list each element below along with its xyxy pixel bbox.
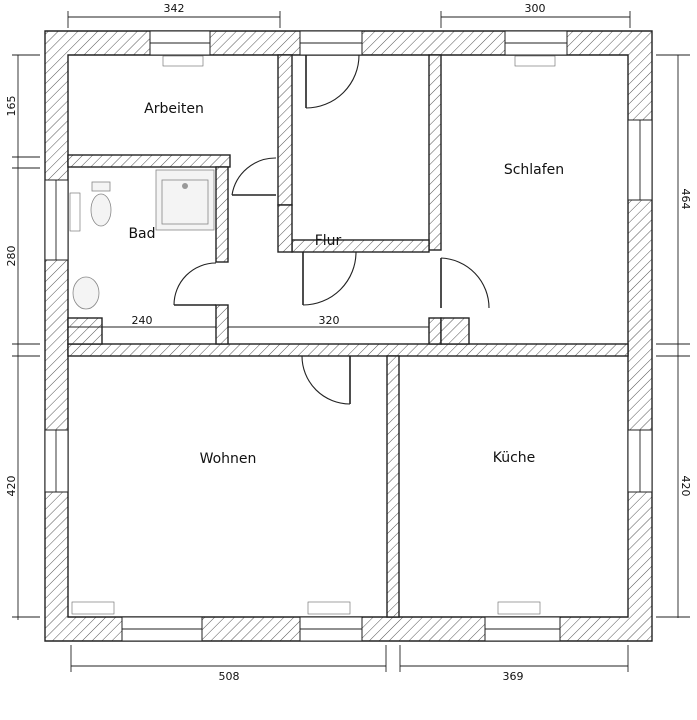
room-labels: Arbeiten Bad Flur Schlafen Wohnen Küche (128, 101, 564, 467)
dim-bottom-left: 508 (219, 670, 240, 683)
room-label-wohnen: Wohnen (200, 451, 257, 467)
dim-left-upper: 165 (5, 96, 18, 117)
room-label-arbeiten: Arbeiten (144, 101, 204, 117)
bathroom-fixtures (72, 169, 215, 310)
radiators (69, 55, 556, 615)
dim-bottom-right: 369 (503, 670, 524, 683)
interior-walls (67, 54, 629, 618)
dimension-labels: 342 300 508 369 165 280 420 464 420 240 … (5, 2, 692, 683)
toilet-icon (90, 193, 112, 227)
dim-inner-flur: 320 (319, 314, 340, 327)
dim-left-lower: 420 (5, 476, 18, 497)
dim-inner-bad: 240 (132, 314, 153, 327)
room-label-bad: Bad (128, 226, 155, 242)
doors (173, 54, 490, 405)
windows (44, 30, 653, 642)
dim-top-right: 300 (525, 2, 546, 15)
dim-right-upper: 464 (679, 189, 692, 210)
outer-walls (44, 30, 653, 642)
dim-left-middle: 280 (5, 246, 18, 267)
room-label-schlafen: Schlafen (504, 162, 564, 178)
dim-right-lower: 420 (679, 476, 692, 497)
washbasin-icon (72, 276, 100, 310)
dimension-lines (12, 11, 690, 672)
room-label-flur: Flur (315, 233, 342, 249)
room-label-kueche: Küche (493, 450, 536, 466)
dim-top-left: 342 (164, 2, 185, 15)
